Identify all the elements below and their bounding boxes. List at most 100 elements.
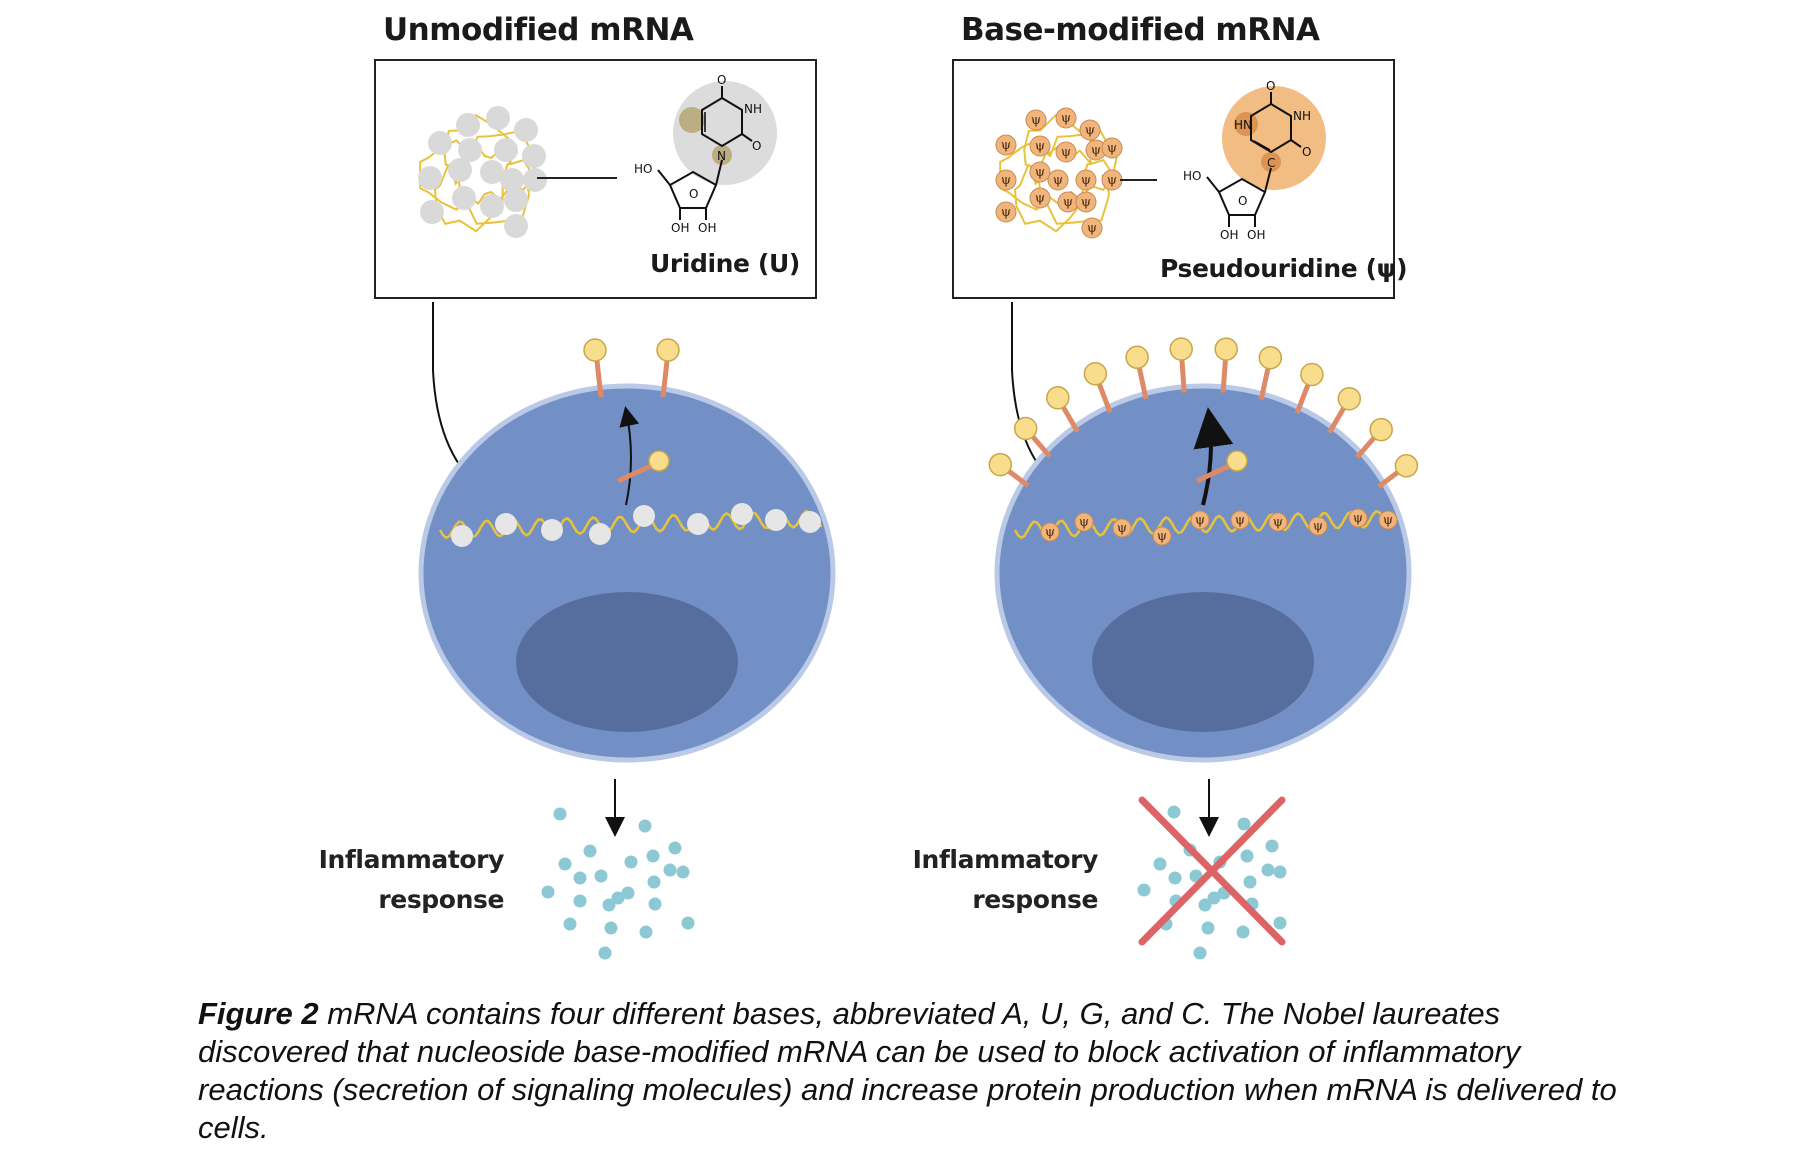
nucleoside-box-modified [952,59,1395,299]
mrna-bead [504,188,528,212]
surface-protein-head [1013,416,1038,441]
surface-protein-head [1258,345,1283,370]
strand-bead [541,519,563,541]
pseudouridine-c5-highlight [1261,152,1281,172]
mrna-bead [480,194,504,218]
panel-title-modified: Base-modified mRNA [961,12,1320,48]
surface-proteins-left [583,338,680,398]
nucleoside-label-uridine: Uridine (U) [650,249,800,278]
signaling-molecule [621,886,635,900]
signaling-molecule [638,819,652,833]
signaling-molecules-left [541,807,695,960]
psi-glyph: ψ [1001,138,1011,153]
signaling-molecule [563,917,577,931]
response-label-right-1: Inflammatory [913,845,1098,874]
svg-text:HO: HO [634,162,652,176]
mrna-bead [428,131,452,155]
svg-text:NH: NH [1293,109,1311,123]
psi-glyph: ψ [1001,173,1011,188]
nucleoside-label-pseudouridine: Pseudouridine (ψ) [1160,254,1407,283]
signaling-molecule [553,807,567,821]
signaling-molecule [602,898,616,912]
svg-text:O: O [1266,79,1275,93]
strand-bead [1152,526,1172,546]
mrna-bead [500,168,524,192]
strand-bead [765,509,787,531]
mrna-bead [480,160,504,184]
strand-bead [1268,512,1288,532]
mrna-bead [1029,187,1051,209]
strand-bead [495,513,517,535]
surface-protein-head [1083,362,1108,386]
strand-bead [1040,522,1060,542]
signaling-molecule [1265,839,1279,853]
strand-bead [451,525,473,547]
signaling-molecule [1207,891,1221,905]
mrna-bead [456,113,480,137]
signaling-molecule [1168,871,1182,885]
mrna-strand-left [438,503,823,547]
strand-bead [589,523,611,545]
signaling-molecules-right [1137,805,1287,960]
signaling-molecule [1243,875,1257,889]
psi-glyph: ψ [1063,195,1073,210]
psi-glyph: ψ [1035,165,1045,180]
mrna-bead [448,158,472,182]
psi-glyph: ψ [1353,511,1363,526]
svg-text:O: O [752,139,761,153]
svg-text:O: O [689,187,698,201]
signaling-molecule [648,897,662,911]
psi-glyph: ψ [1087,221,1097,236]
strand-bead [1348,508,1368,528]
psi-glyph: ψ [1061,145,1071,160]
figure-caption: Figure 2 mRNA contains four different ba… [198,995,1618,1147]
svg-text:O: O [1238,194,1247,208]
psi-glyph: ψ [1053,173,1063,188]
mrna-bead [418,166,442,190]
surface-protein-head [1125,345,1149,370]
strand-bead [1074,512,1094,532]
protein-right-stalk [1195,461,1235,484]
mrna-bead [1081,217,1103,239]
response-label-left-2: response [378,885,504,914]
mrna-bead [1101,137,1123,159]
response-label-right-2: response [972,885,1098,914]
signaling-molecule [681,916,695,930]
signaling-molecule [573,894,587,908]
signaling-molecule [1236,925,1250,939]
mrna-ball-unmodified [418,106,547,238]
panel-title-unmodified: Unmodified mRNA [383,12,694,48]
protein-left-stalk [616,461,657,484]
uridine-c5-highlight [679,107,705,133]
strand-bead [687,513,709,535]
psi-glyph: ψ [1045,525,1055,540]
nucleus-right [1092,592,1314,732]
surface-protein-head [1337,386,1362,411]
pseudouridine-structure: O NH HN O C O HO OH OH [1183,79,1326,242]
mrna-bead [523,168,547,192]
psi-glyph: ψ [1235,513,1245,528]
mrna-bead [1055,107,1077,129]
mrna-bead [995,201,1017,223]
svg-text:HO: HO [1183,169,1201,183]
signaling-molecule [558,857,572,871]
svg-text:HN: HN [1234,118,1252,132]
uridine-highlight-circle [673,81,777,185]
nucleus-left [516,592,738,732]
svg-text:OH: OH [1220,228,1238,242]
panel-unmodified: Unmodified mRNA O NH O N O HO [319,12,836,960]
surface-protein-head [1369,417,1393,442]
signaling-molecule [583,844,597,858]
protein-left-head [648,450,670,472]
signaling-molecule [668,841,682,855]
svg-text:O: O [1302,145,1311,159]
signaling-molecule [676,865,690,879]
svg-text:C: C [1267,156,1275,170]
caption-text: mRNA contains four different bases, abbr… [198,996,1617,1145]
response-label-left-1: Inflammatory [319,845,504,874]
mrna-bead [1075,169,1097,191]
signaling-molecule [598,946,612,960]
